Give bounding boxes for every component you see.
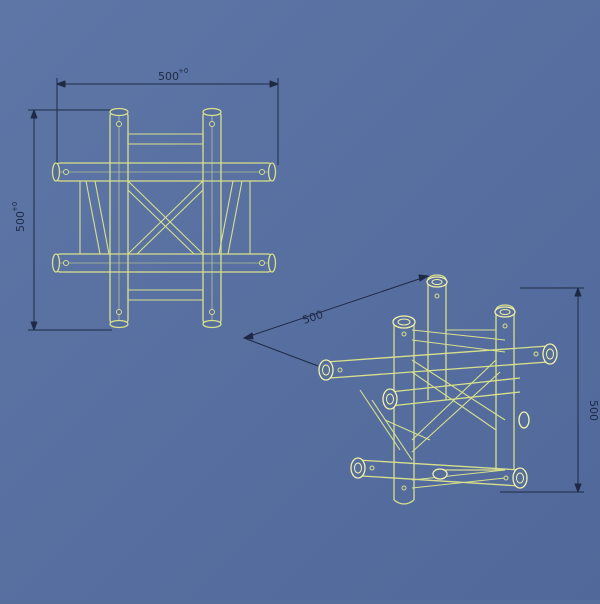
top-view-end-caps	[51, 107, 277, 329]
top-view-height-tolerance: +0	[11, 202, 19, 212]
iso-cap-bottom-inner	[432, 468, 448, 480]
iso-bracing	[359, 329, 506, 489]
top-view-width-label: 500	[158, 70, 179, 83]
iso-view-height-label: 500	[587, 400, 600, 421]
iso-cap-right-inner	[518, 411, 530, 429]
top-view-bolt-holes	[63, 121, 265, 315]
iso-view-width-label: 500	[301, 308, 325, 327]
top-view: 500 +0 500 +0	[11, 67, 279, 331]
iso-horizontal-arms	[325, 345, 549, 487]
top-view-width-tolerance: +0	[178, 67, 188, 75]
iso-bolt-holes	[337, 293, 539, 491]
top-view-height-label: 500	[14, 211, 27, 232]
iso-end-caps	[318, 276, 558, 489]
top-view-dimensions	[28, 78, 279, 331]
isometric-view: 500 500	[243, 274, 600, 505]
top-view-bracing	[79, 133, 251, 301]
